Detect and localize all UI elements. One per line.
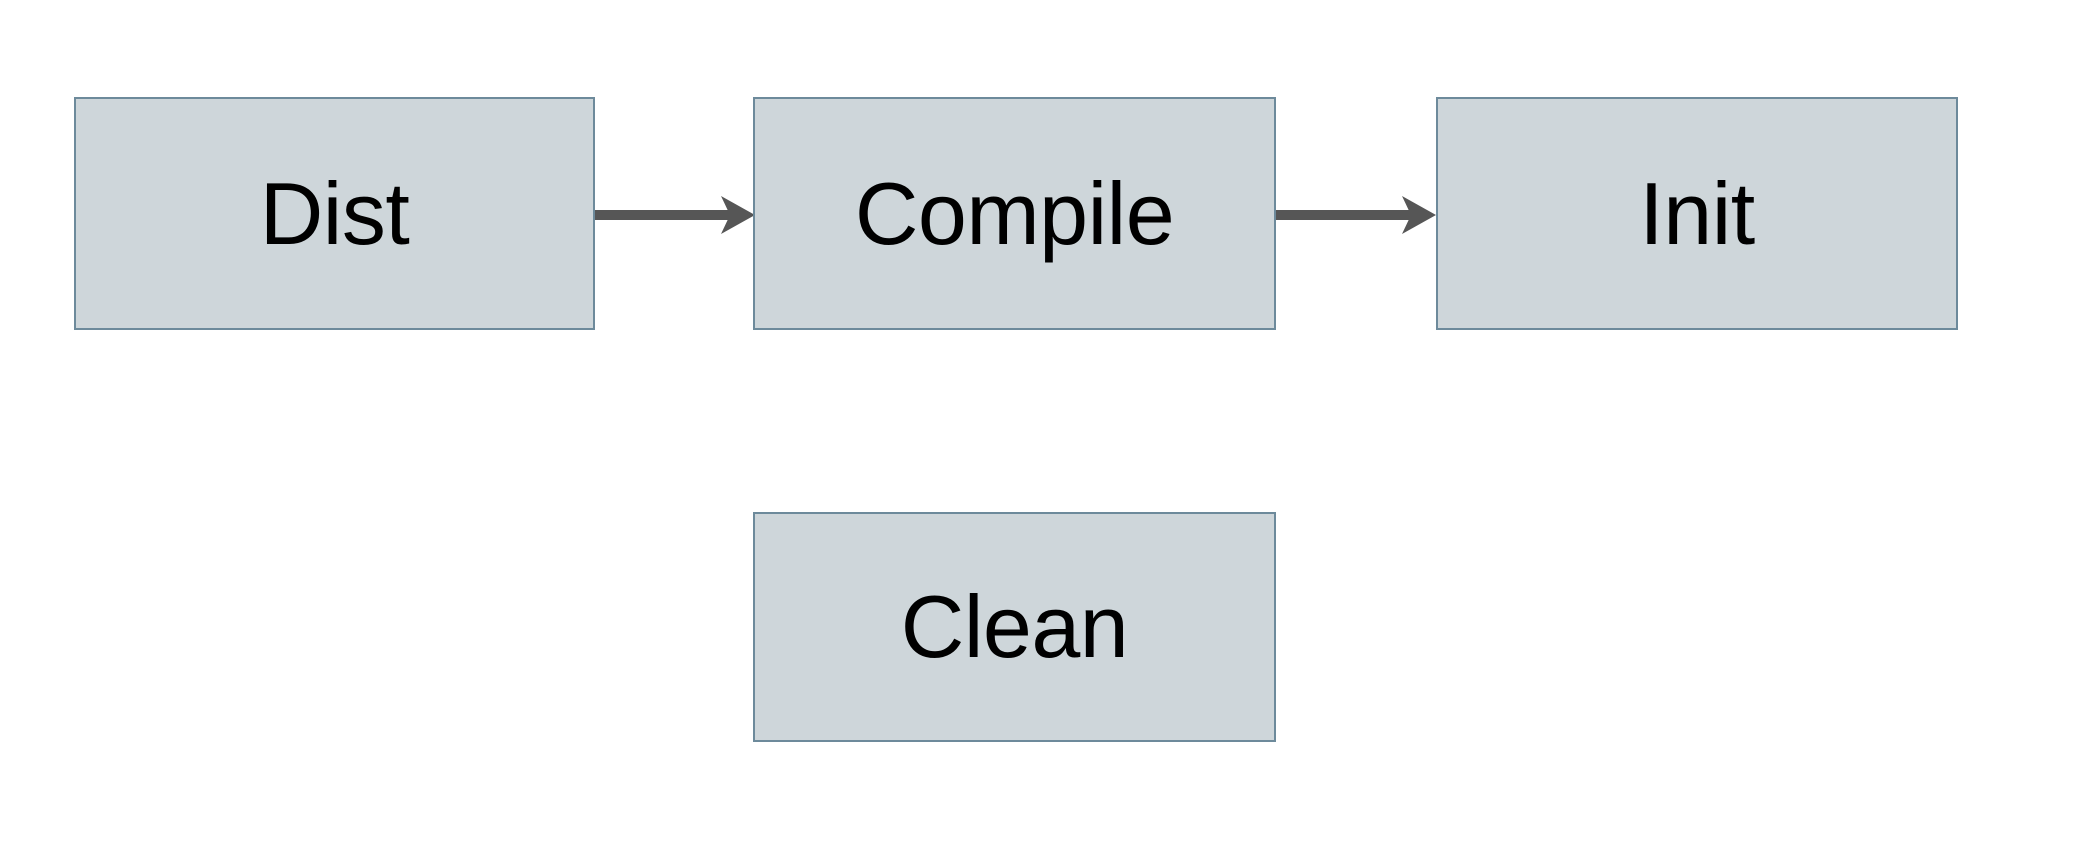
arrowhead-icon <box>721 196 755 234</box>
diagram-node-init[interactable]: Init <box>1436 97 1958 330</box>
diagram-node-compile[interactable]: Compile <box>753 97 1276 330</box>
diagram-node-clean[interactable]: Clean <box>753 512 1276 742</box>
diagram-node-label: Init <box>1639 163 1755 263</box>
diagram-node-label: Clean <box>900 577 1129 676</box>
diagram-edge-dist-to-compile[interactable] <box>593 188 757 242</box>
diagram-node-label: Dist <box>259 163 410 263</box>
arrowhead-icon <box>1402 196 1436 234</box>
diagram-edge-compile-to-init[interactable] <box>1274 188 1438 242</box>
diagram-node-dist[interactable]: Dist <box>74 97 595 330</box>
diagram-node-label: Compile <box>854 163 1175 263</box>
